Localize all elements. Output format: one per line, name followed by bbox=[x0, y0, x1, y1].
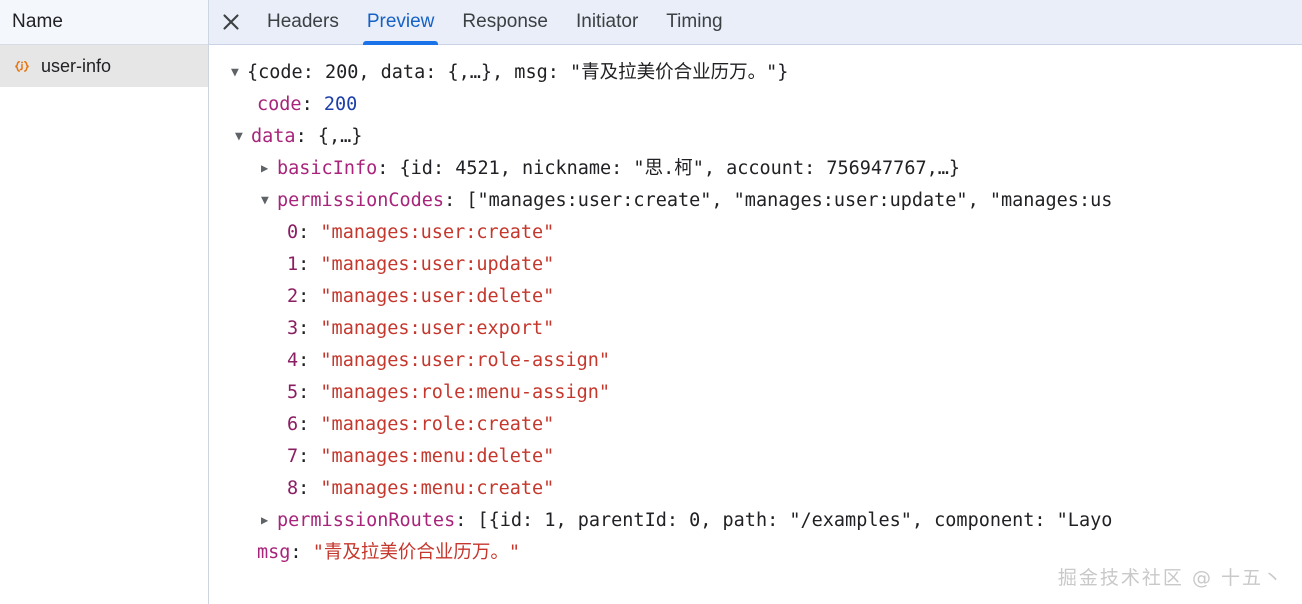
json-row-permission-code-0[interactable]: 0: "manages:user:create" bbox=[209, 217, 1302, 249]
json-colon: : bbox=[377, 158, 400, 179]
request-name-label: user-info bbox=[41, 55, 112, 76]
json-array-value: "manages:user:update" bbox=[320, 254, 555, 275]
json-value-permission-routes: [{id: 1, parentId: 0, path: "/examples",… bbox=[477, 510, 1113, 531]
json-row-msg[interactable]: msg: "青及拉美价合业历万。" bbox=[209, 537, 1302, 569]
json-key-basic-info: basicInfo bbox=[277, 158, 378, 179]
json-array-index: 5 bbox=[287, 382, 299, 403]
watermark: 掘金技术社区 @ 十五丶 bbox=[1057, 567, 1284, 589]
json-array-index: 0 bbox=[287, 222, 299, 243]
disclosure-triangle-open-icon[interactable] bbox=[235, 121, 251, 153]
json-row-permission-code-5[interactable]: 5: "manages:role:menu-assign" bbox=[209, 377, 1302, 409]
json-row-permission-code-6[interactable]: 6: "manages:role:create" bbox=[209, 409, 1302, 441]
tab-response[interactable]: Response bbox=[448, 0, 562, 45]
json-colon: : bbox=[298, 254, 321, 275]
close-icon bbox=[220, 11, 242, 33]
json-key-code: code bbox=[257, 94, 302, 115]
json-root-summary: {code: 200, data: {,…}, msg: "青及拉美价合业历万。… bbox=[247, 62, 789, 83]
json-preview-body: {code: 200, data: {,…}, msg: "青及拉美价合业历万。… bbox=[209, 45, 1302, 604]
json-row-permission-routes[interactable]: permissionRoutes: [{id: 1, parentId: 0, … bbox=[209, 505, 1302, 537]
json-row-permission-code-3[interactable]: 3: "manages:user:export" bbox=[209, 313, 1302, 345]
detail-tabbar: Headers Preview Response Initiator Timin… bbox=[209, 0, 1302, 45]
json-array-index: 3 bbox=[287, 318, 299, 339]
tab-headers[interactable]: Headers bbox=[253, 0, 353, 45]
xhr-json-icon bbox=[12, 56, 32, 76]
json-array-index: 8 bbox=[287, 478, 299, 499]
column-header-name: Name bbox=[12, 11, 64, 32]
json-colon: : bbox=[298, 478, 321, 499]
json-array-index: 1 bbox=[287, 254, 299, 275]
json-colon: : bbox=[298, 318, 321, 339]
request-detail-panel: Headers Preview Response Initiator Timin… bbox=[209, 0, 1302, 604]
list-item[interactable]: user-info bbox=[0, 45, 208, 88]
json-row-permission-code-8[interactable]: 8: "manages:menu:create" bbox=[209, 473, 1302, 505]
json-value-basic-info: {id: 4521, nickname: "思.柯", account: 756… bbox=[399, 158, 961, 179]
json-row-permission-code-2[interactable]: 2: "manages:user:delete" bbox=[209, 281, 1302, 313]
json-row-code[interactable]: code: 200 bbox=[209, 89, 1302, 121]
request-list-panel: Name user-info bbox=[0, 0, 209, 604]
disclosure-triangle-closed-icon[interactable] bbox=[261, 505, 277, 537]
json-row-permission-code-4[interactable]: 4: "manages:user:role-assign" bbox=[209, 345, 1302, 377]
json-array-value: "manages:user:export" bbox=[320, 318, 555, 339]
disclosure-triangle-open-icon[interactable] bbox=[261, 185, 277, 217]
json-row-root[interactable]: {code: 200, data: {,…}, msg: "青及拉美价合业历万。… bbox=[209, 57, 1302, 89]
json-array-value: "manages:role:create" bbox=[320, 414, 555, 435]
tab-preview-label: Preview bbox=[366, 11, 435, 32]
tab-timing-label: Timing bbox=[666, 11, 723, 32]
disclosure-triangle-closed-icon[interactable] bbox=[261, 153, 277, 185]
tab-active-underline bbox=[362, 40, 439, 45]
json-array-value: "manages:menu:create" bbox=[320, 478, 555, 499]
json-colon: : bbox=[298, 222, 321, 243]
json-colon: : bbox=[298, 446, 321, 467]
json-colon: : bbox=[298, 350, 321, 371]
close-button[interactable] bbox=[209, 0, 253, 44]
json-colon: : bbox=[298, 382, 321, 403]
tab-headers-label: Headers bbox=[267, 11, 339, 32]
json-array-value: "manages:role:menu-assign" bbox=[320, 382, 611, 403]
json-key-permission-routes: permissionRoutes bbox=[277, 510, 456, 531]
tab-preview[interactable]: Preview bbox=[353, 0, 449, 45]
json-value-code: 200 bbox=[323, 94, 358, 115]
json-array-index: 2 bbox=[287, 286, 299, 307]
json-key-msg: msg bbox=[257, 542, 291, 563]
permission-codes-list: 0: "manages:user:create"1: "manages:user… bbox=[209, 217, 1302, 505]
json-colon: : bbox=[295, 126, 318, 147]
json-row-permission-codes[interactable]: permissionCodes: ["manages:user:create",… bbox=[209, 185, 1302, 217]
json-array-index: 7 bbox=[287, 446, 299, 467]
json-array-value: "manages:user:create" bbox=[320, 222, 555, 243]
tab-response-label: Response bbox=[462, 11, 548, 32]
request-list-header: Name bbox=[0, 0, 208, 45]
json-array-index: 4 bbox=[287, 350, 299, 371]
json-value-data: {,…} bbox=[317, 126, 363, 147]
json-colon: : bbox=[444, 190, 467, 211]
json-value-permission-codes: ["manages:user:create", "manages:user:up… bbox=[466, 190, 1113, 211]
json-colon: : bbox=[298, 286, 321, 307]
json-colon: : bbox=[298, 414, 321, 435]
tab-timing[interactable]: Timing bbox=[652, 0, 736, 45]
json-key-data: data bbox=[251, 126, 296, 147]
json-array-index: 6 bbox=[287, 414, 299, 435]
json-row-permission-code-7[interactable]: 7: "manages:menu:delete" bbox=[209, 441, 1302, 473]
json-row-data[interactable]: data: {,…} bbox=[209, 121, 1302, 153]
disclosure-triangle-open-icon[interactable] bbox=[231, 57, 247, 89]
json-row-basic-info[interactable]: basicInfo: {id: 4521, nickname: "思.柯", a… bbox=[209, 153, 1302, 185]
tab-initiator-label: Initiator bbox=[575, 11, 639, 32]
json-colon: : bbox=[290, 542, 313, 563]
json-row-permission-code-1[interactable]: 1: "manages:user:update" bbox=[209, 249, 1302, 281]
json-array-value: "manages:user:role-assign" bbox=[320, 350, 611, 371]
json-key-permission-codes: permissionCodes bbox=[277, 190, 445, 211]
json-colon: : bbox=[301, 94, 324, 115]
json-array-value: "manages:user:delete" bbox=[320, 286, 555, 307]
json-colon: : bbox=[455, 510, 478, 531]
tab-initiator[interactable]: Initiator bbox=[562, 0, 652, 45]
json-array-value: "manages:menu:delete" bbox=[320, 446, 555, 467]
json-value-msg: "青及拉美价合业历万。" bbox=[312, 542, 520, 563]
json-tree: {code: 200, data: {,…}, msg: "青及拉美价合业历万。… bbox=[209, 57, 1302, 569]
